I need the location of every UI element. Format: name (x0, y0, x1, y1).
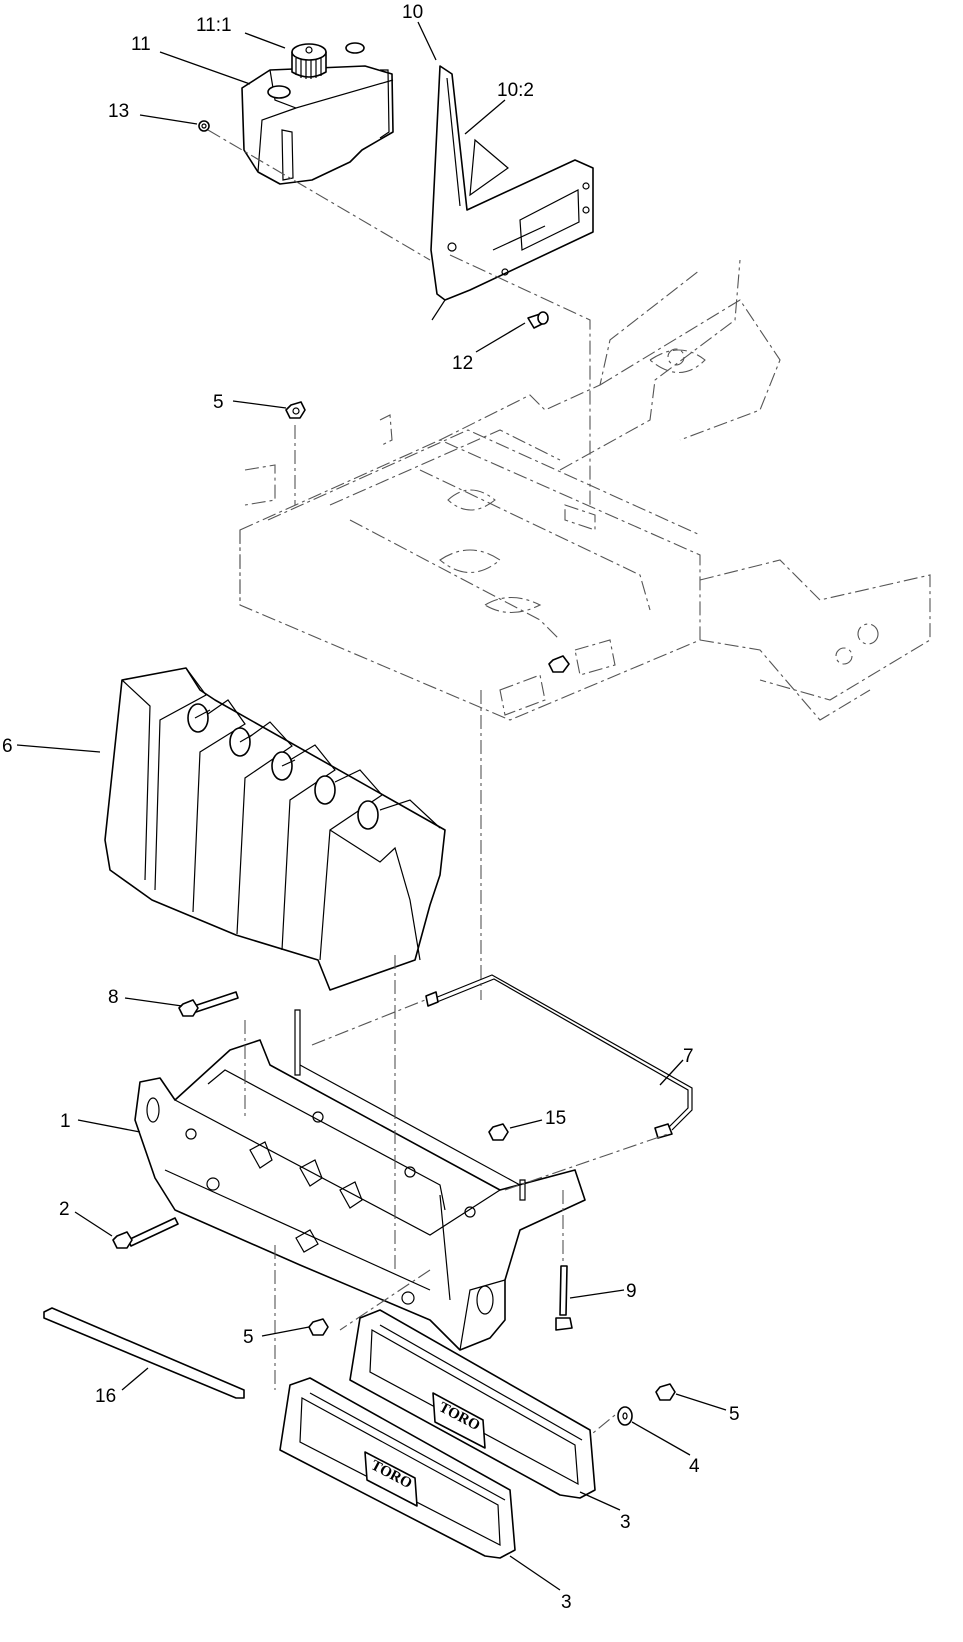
callout-5-right: 5 (729, 1404, 740, 1425)
callout-8: 8 (108, 987, 119, 1008)
reservoir-cap (291, 43, 327, 79)
callout-16: 16 (95, 1386, 116, 1407)
callout-2: 2 (59, 1199, 70, 1220)
nut-5-mid (308, 1318, 329, 1336)
callout-6: 6 (2, 736, 13, 757)
bolt-9 (555, 1265, 573, 1331)
bolt-2 (112, 1217, 179, 1249)
callout-12: 12 (452, 353, 473, 374)
nut-5-frame (548, 655, 570, 673)
mounting-bracket (430, 65, 594, 321)
pin-12 (527, 311, 549, 329)
reservoir-tank (241, 42, 394, 185)
nut-15 (488, 1123, 509, 1141)
callout-9: 9 (626, 1281, 637, 1302)
weight-bracket (134, 1009, 586, 1351)
callout-10-2: 10:2 (497, 80, 534, 101)
callout-11-1: 11:1 (196, 15, 232, 36)
callout-5-top: 5 (213, 392, 224, 413)
front-weight-upper (349, 1309, 596, 1499)
leader-lines (16, 21, 727, 1591)
callout-3-lower: 3 (561, 1592, 572, 1613)
retaining-rod (425, 974, 693, 1139)
nut-5-right (655, 1383, 676, 1401)
assembly-centerlines (207, 129, 669, 1461)
callout-5-mid: 5 (243, 1327, 254, 1348)
callout-1: 1 (60, 1111, 71, 1132)
suitcase-weights (104, 667, 446, 991)
callout-labels: 11:1 10 11 10:2 13 12 5 6 8 7 1 15 2 9 5… (2, 2, 740, 1613)
front-weight-lower (279, 1377, 516, 1559)
tractor-frame-phantom (239, 259, 931, 721)
callout-13: 13 (108, 101, 129, 122)
callout-4: 4 (689, 1456, 700, 1477)
callout-7: 7 (683, 1046, 694, 1067)
callout-3-upper: 3 (620, 1512, 631, 1533)
callout-10: 10 (402, 2, 423, 23)
nut-5-top (285, 401, 306, 419)
callout-15: 15 (545, 1108, 566, 1129)
bolt-8 (178, 991, 239, 1017)
nut-13 (198, 120, 210, 132)
weight-strip (43, 1307, 245, 1399)
washer-4 (617, 1406, 633, 1426)
callout-11: 11 (131, 34, 151, 55)
